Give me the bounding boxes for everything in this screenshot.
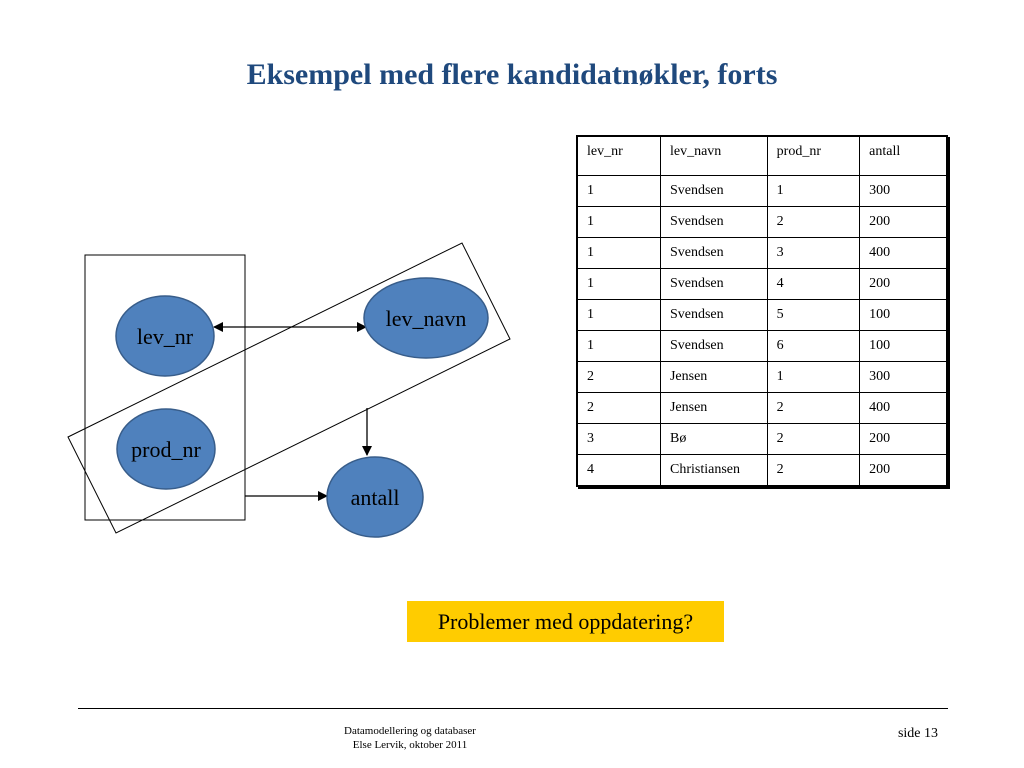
table-cell: 100 xyxy=(859,329,948,362)
table-cell: Christiansen xyxy=(659,453,768,486)
table-cell: 400 xyxy=(859,391,948,424)
table-cell: 2 xyxy=(576,360,661,393)
table-cell: 1 xyxy=(576,236,661,269)
node-lev-nr: lev_nr xyxy=(115,295,215,377)
table-cell: 4 xyxy=(766,267,861,300)
node-prod-nr: prod_nr xyxy=(116,408,216,490)
node-lev-nr-label: lev_nr xyxy=(137,324,194,349)
table-cell: 1 xyxy=(576,267,661,300)
table-cell: 200 xyxy=(859,267,948,300)
table-cell: Bø xyxy=(659,422,768,455)
node-antall: antall xyxy=(326,456,424,538)
column-header: prod_nr xyxy=(766,135,861,176)
table-cell: Svendsen xyxy=(659,329,768,362)
table-cell: 2 xyxy=(766,453,861,486)
table-cell: 200 xyxy=(859,453,948,486)
footer-divider xyxy=(78,708,948,709)
table-cell: Jensen xyxy=(659,391,768,424)
table-cell: 2 xyxy=(576,391,661,424)
table-cell: 1 xyxy=(576,205,661,238)
candidate-key-box xyxy=(67,242,511,534)
key-group-box xyxy=(84,254,246,521)
footer-author: Else Lervik, oktober 2011 xyxy=(352,739,468,751)
table-cell: 3 xyxy=(576,422,661,455)
table-cell: 1 xyxy=(766,174,861,207)
column-header: lev_navn xyxy=(659,135,768,176)
table-cell: 4 xyxy=(576,453,661,486)
table-cell: Svendsen xyxy=(659,236,768,269)
node-antall-label: antall xyxy=(351,485,400,510)
table-cell: 3 xyxy=(766,236,861,269)
table-cell: 300 xyxy=(859,174,948,207)
node-prod-nr-label: prod_nr xyxy=(131,437,201,462)
table-cell: 2 xyxy=(766,205,861,238)
table-cell: 1 xyxy=(766,360,861,393)
table-cell: 200 xyxy=(859,205,948,238)
footer-course: Datamodellering og databaser xyxy=(344,725,476,737)
node-lev-navn: lev_navn xyxy=(363,277,489,359)
update-problem-callout: Problemer med oppdatering? xyxy=(407,601,724,642)
slide-title: Eksempel med flere kandidatnøkler, forts xyxy=(246,58,778,91)
table-cell: 1 xyxy=(576,174,661,207)
table-cell: Svendsen xyxy=(659,267,768,300)
table-cell: Svendsen xyxy=(659,298,768,331)
column-header: lev_nr xyxy=(576,135,661,176)
column-header: antall xyxy=(859,135,948,176)
table-cell: Svendsen xyxy=(659,205,768,238)
footer-info: Datamodellering og databaser Else Lervik… xyxy=(260,724,560,752)
table-cell: 200 xyxy=(859,422,948,455)
page-number: side 13 xyxy=(897,726,938,741)
table-cell: 300 xyxy=(859,360,948,393)
table-cell: 2 xyxy=(766,391,861,424)
table-cell: Jensen xyxy=(659,360,768,393)
node-lev-navn-label: lev_navn xyxy=(386,306,467,331)
table-header-row: lev_nr lev_navn prod_nr antall xyxy=(576,135,948,176)
table-cell: 6 xyxy=(766,329,861,362)
table-cell: 1 xyxy=(576,329,661,362)
table-cell: 100 xyxy=(859,298,948,331)
table-cell: Svendsen xyxy=(659,174,768,207)
table-cell: 5 xyxy=(766,298,861,331)
table-cell: 2 xyxy=(766,422,861,455)
table-cell: 1 xyxy=(576,298,661,331)
table-cell: 400 xyxy=(859,236,948,269)
